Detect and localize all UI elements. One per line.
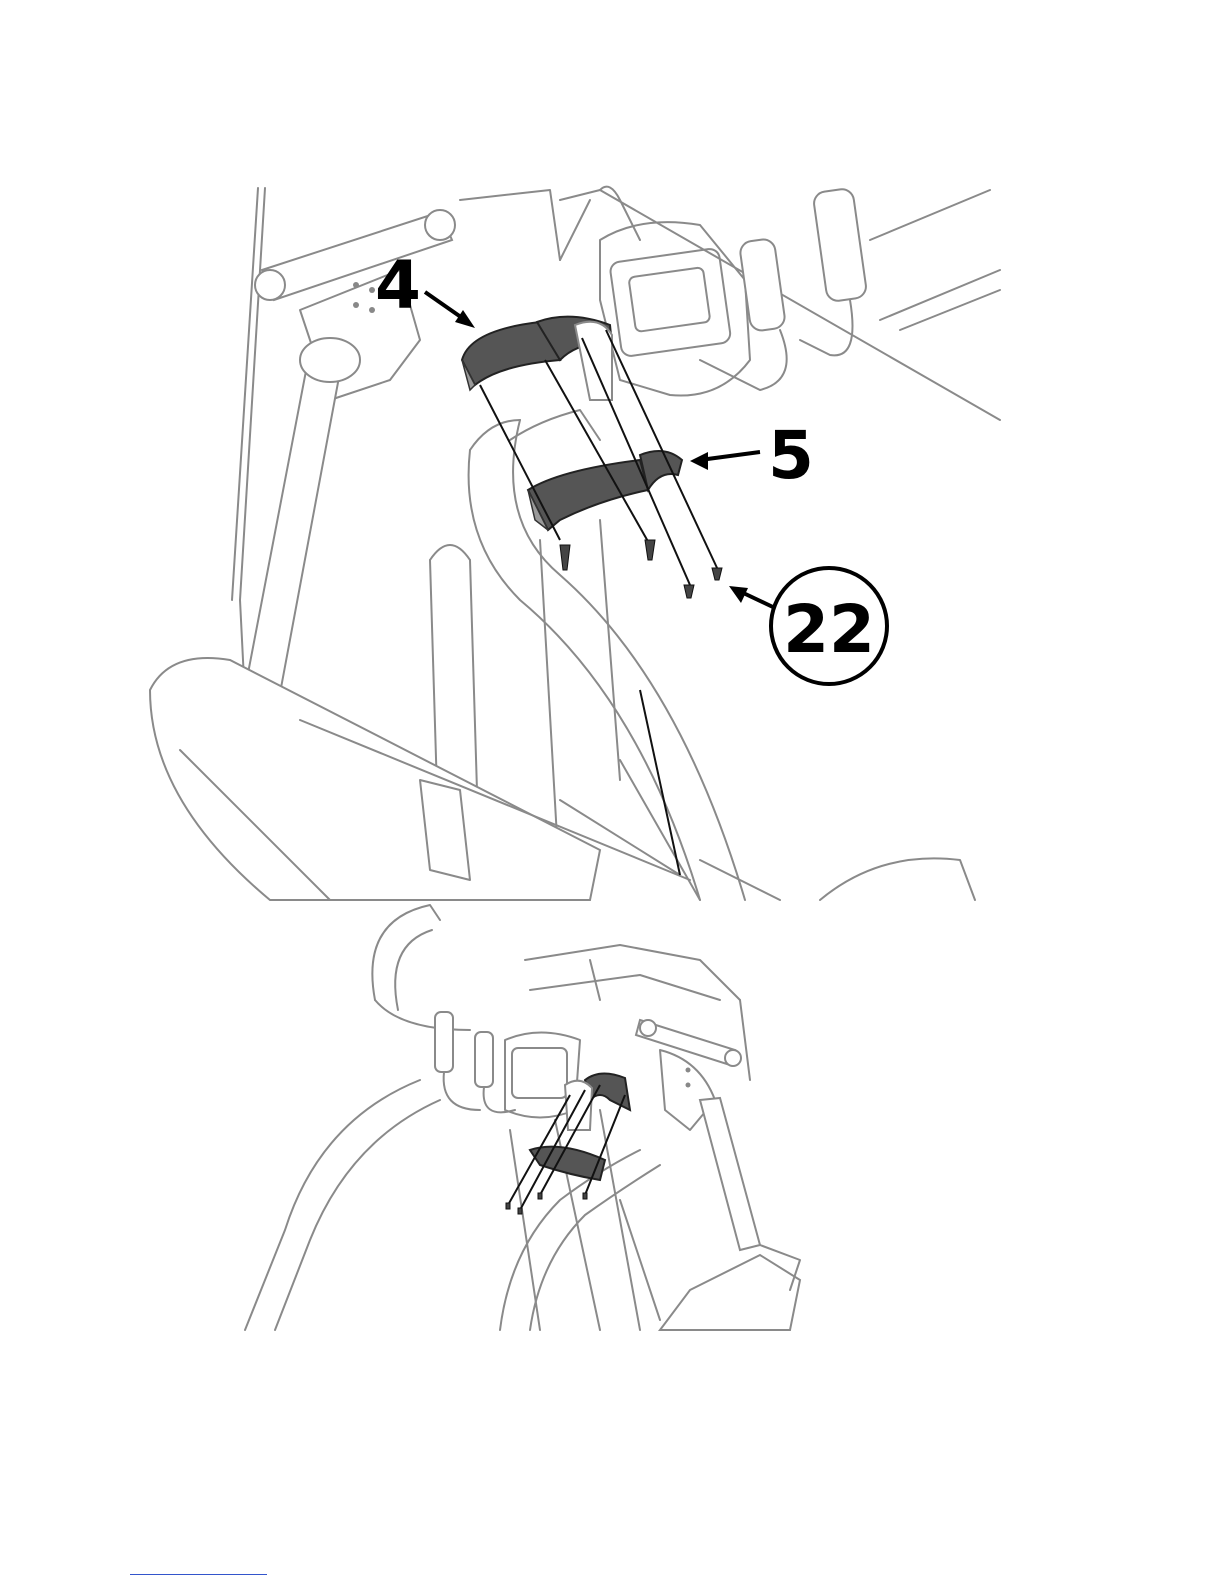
overview-view — [245, 905, 800, 1330]
callout-part-22: 22 — [783, 591, 875, 668]
overview-clamp-upper — [565, 1073, 630, 1130]
base-tube — [150, 658, 600, 900]
detail-view: 4 5 22 — [150, 187, 1000, 900]
clamp-upper-part-4 — [462, 317, 612, 400]
left-swing-arm — [240, 345, 345, 720]
screws-part-22 — [560, 540, 722, 598]
clamp-lower-part-5 — [528, 451, 682, 530]
assembly-guide-lines — [480, 330, 718, 875]
callout-part-4: 4 — [375, 247, 421, 324]
right-grip-2 — [813, 188, 868, 302]
footer-rule — [130, 1574, 267, 1575]
callout-part-5: 5 — [768, 417, 814, 494]
right-grip-1 — [739, 238, 786, 332]
